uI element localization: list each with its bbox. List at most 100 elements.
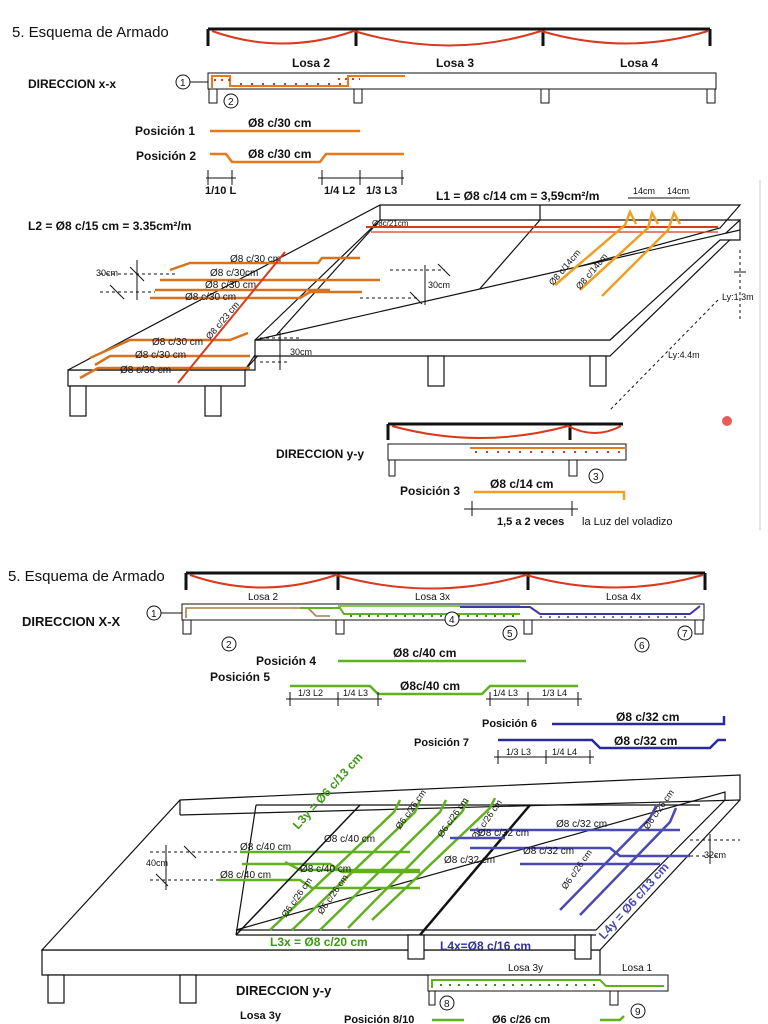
callout-circle-b4: [444, 611, 460, 627]
pos4-value: Ø8 c/40 cm: [393, 646, 456, 660]
dim-14cm-b: 14cm: [667, 186, 689, 196]
callout-b9-label: 9: [635, 1007, 641, 1018]
top-beam-section: 2: [207, 72, 717, 109]
callout-b5-label: 5: [507, 629, 513, 640]
iso-bar-label-3: Ø8 c/30 cm: [205, 280, 256, 291]
top-dim-lines: [100, 260, 451, 370]
pos3-value: Ø8 c/14 cm: [490, 477, 553, 491]
callout-circle-2: [223, 93, 239, 109]
bottom-losa-3y-label: Losa 3y: [240, 1010, 282, 1022]
bottom-isometric-slab: [40, 774, 741, 1004]
pos3-note-bold: 1,5 a 2 veces: [497, 516, 564, 528]
callout-3-label: 3: [593, 472, 599, 483]
iso-bar-label-1: Ø8 c/30 cm: [230, 254, 281, 265]
dim-1-3-l2: 1/3 L2: [298, 688, 323, 698]
callout-b4-label: 4: [449, 615, 455, 626]
bottom-moment-diagram: [184, 571, 707, 590]
dim-1-4-l3-a: 1/4 L3: [343, 688, 368, 698]
bottom-blue-bars: [450, 805, 690, 916]
pos2-label: Posición 2: [136, 149, 196, 163]
callout-b2-label: 2: [226, 640, 232, 651]
top-iso-bars: [79, 256, 380, 380]
pos7-label: Posición 7: [414, 737, 469, 749]
dim-30cm-left: 30cm: [96, 268, 118, 278]
pos6-value: Ø8 c/32 cm: [616, 710, 679, 724]
callout-b7-label: 7: [682, 629, 688, 640]
bottom-losa-2: Losa 2: [248, 592, 278, 603]
callout-b6-label: 6: [639, 641, 645, 652]
pos810-value: Ø6 c/26 cm: [492, 1014, 550, 1024]
dim-30cm-right: 30cm: [428, 280, 450, 290]
green-bar-label-4: Ø8 c/40 cm: [220, 870, 271, 881]
pos5-dim-lines: [286, 692, 582, 706]
yy-losa-3y: Losa 3y: [508, 963, 543, 974]
iso-bar-label-2: Ø8 c/30cm: [210, 268, 258, 279]
l2-note: L2 = Ø8 c/15 cm = 3.35cm²/m: [28, 219, 191, 233]
top-direction-xx: DIRECCION x-x: [28, 77, 116, 91]
callout-1-label: 1: [180, 78, 186, 89]
top-yy-section: 3: [386, 422, 627, 484]
top-moment-diagram: [206, 27, 712, 47]
dim-1-3-l3: 1/3 L3: [506, 747, 531, 757]
dim-1-3-l4: 1/3 L4: [542, 688, 567, 698]
callout-circle-b5: [502, 625, 518, 641]
bottom-direction-yy: DIRECCION y-y: [236, 983, 332, 998]
pos2-dimensions: [206, 170, 404, 185]
callout-b1-label: 1: [151, 609, 157, 620]
top-section-title: 5. Esquema de Armado: [12, 24, 169, 41]
green-bar-label-3: Ø8 c/40 cm: [300, 864, 351, 875]
red-top-bar-label: Ø8c/21cm: [372, 219, 409, 228]
red-marker-dot: [722, 416, 732, 426]
dim-1-4-l3-b: 1/4 L3: [493, 688, 518, 698]
callout-circle-b8: [439, 995, 455, 1011]
top-direction-yy: DIRECCION y-y: [276, 447, 364, 461]
pos6-label: Posición 6: [482, 718, 537, 730]
pos5-value: Ø8c/40 cm: [400, 679, 460, 693]
dim-14cm-a: 14cm: [633, 186, 655, 196]
bottom-losa-4x: Losa 4x: [606, 592, 641, 603]
callout-circle-b7: [677, 625, 693, 641]
yy-losa-1: Losa 1: [622, 963, 652, 974]
callout-circle-b9: [630, 1003, 646, 1019]
callout-b8-label: 8: [444, 999, 450, 1010]
pos7-value: Ø8 c/32 cm: [614, 734, 677, 748]
pos810-label: Posición 8/10: [344, 1014, 414, 1024]
callout-circle-b6: [634, 637, 650, 653]
pos1-label: Posición 1: [135, 124, 195, 138]
blue-bar-label-1: Ø8 c/32 cm: [478, 828, 529, 839]
pos4-label: Posición 4: [256, 654, 316, 668]
pos5-label: Posición 5: [210, 670, 270, 684]
bottom-beam-section: 2 4 5 6 7: [181, 603, 705, 653]
pos3-label: Posición 3: [400, 484, 460, 498]
bottom-section-title: 5. Esquema de Armado: [8, 568, 165, 585]
pos2-value: Ø8 c/30 cm: [248, 147, 311, 161]
top-losa-2: Losa 2: [292, 56, 330, 70]
bottom-direction-xx: DIRECCION X-X: [22, 614, 121, 629]
green-bar-label-2: Ø8 c/40 cm: [324, 834, 375, 845]
dim-1-4-l4: 1/4 L4: [552, 747, 577, 757]
iso-bar-label-7: Ø8 c/30 cm: [120, 365, 171, 376]
dim-32cm: 32cm: [704, 850, 726, 860]
dim-30cm-mid: 30cm: [290, 347, 312, 357]
blue-bar-label-3: Ø8 c/32 cm: [523, 846, 574, 857]
callout-circle-b2: [221, 636, 237, 652]
dim-40cm: 40cm: [146, 858, 168, 868]
bottom-losa-3x: Losa 3x: [415, 592, 450, 603]
top-cantilever-bars: [554, 208, 682, 297]
pos7-dim-lines: [494, 750, 594, 764]
blue-bar-label-2: Ø8 c/32 cm: [556, 819, 607, 830]
callout-circle-3: [588, 468, 604, 484]
top-losa-4: Losa 4: [620, 56, 658, 70]
top-losa-3: Losa 3: [436, 56, 474, 70]
iso-bar-label-6: Ø8 c/30 cm: [135, 350, 186, 361]
bottom-dim-lines: [150, 834, 740, 890]
l3x-label: L3x = Ø8 c/20 cm: [270, 935, 368, 949]
blue-bar-label-4: Ø8 c/32 cm: [444, 855, 495, 866]
bottom-yy-section: 8 9: [427, 974, 669, 1019]
pos1-value: Ø8 c/30 cm: [248, 116, 311, 130]
l4x-label: L4x=Ø8 c/16 cm: [440, 939, 531, 953]
callout-2-label: 2: [228, 97, 234, 108]
green-bar-label-1: Ø8 c/40 cm: [240, 842, 291, 853]
top-panel: 5. Esquema de Armado Losa 2 Losa 3 Losa …: [12, 24, 754, 528]
iso-bar-label-4: Ø8 c/30 cm: [185, 292, 236, 303]
